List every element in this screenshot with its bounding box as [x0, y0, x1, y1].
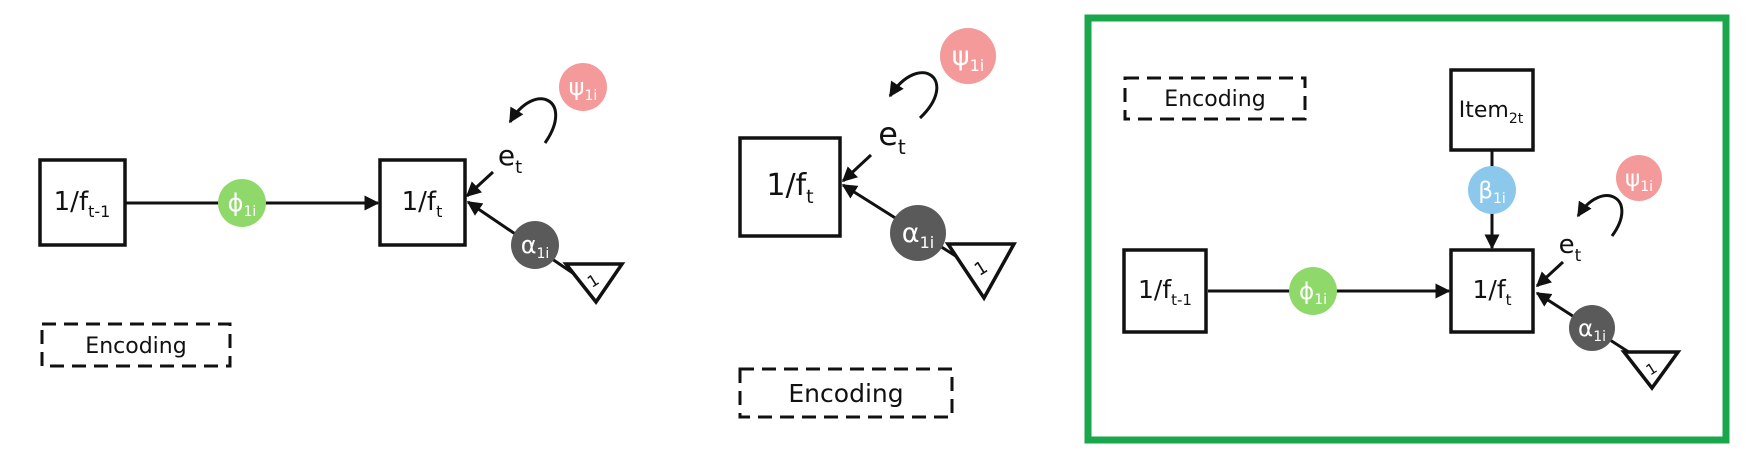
psi-label: ψ1i: [569, 73, 598, 104]
encoding-label: Encoding: [1164, 87, 1265, 112]
error-term-label: et: [1559, 230, 1582, 266]
psi-label: ψ1i: [1625, 166, 1653, 195]
phi-coefficient-circle: [218, 179, 266, 227]
phi-label: ϕ1i: [228, 189, 257, 220]
encoding-label: Encoding: [85, 334, 186, 359]
node-item: [1449, 68, 1535, 152]
node-prev-factor-label: 1/ft-1: [54, 187, 111, 221]
phi-coefficient-circle: [1289, 267, 1337, 315]
alpha-label: α1i: [902, 218, 934, 252]
node-current-factor-label: 1/ft: [1472, 275, 1511, 309]
node-prev-factor-label: 1/ft-1: [1138, 275, 1192, 309]
alpha-intercept-circle: [890, 205, 946, 261]
phi-label: ϕ1i: [1299, 279, 1327, 308]
alpha-intercept-circle: [511, 221, 559, 269]
constant-triangle: [1620, 350, 1682, 391]
error-term-label: et: [878, 115, 906, 159]
node-current-factor: [378, 158, 467, 247]
encoding-box: [738, 367, 954, 419]
node-current-factor: [738, 136, 842, 238]
encoding-label: Encoding: [788, 379, 903, 408]
node-item-label: Item2t: [1459, 98, 1524, 127]
node-prev-factor: [38, 158, 127, 247]
encoding-box: [40, 322, 232, 368]
error-arrow: [465, 170, 495, 198]
error-term-label: et: [498, 139, 522, 178]
error-variance-loop: [888, 71, 939, 120]
psi-variance-circle: [940, 28, 996, 84]
alpha-label: α1i: [521, 231, 550, 262]
node-prev-factor: [1122, 248, 1208, 334]
node-current-factor: [1449, 248, 1535, 334]
beta-label: β1i: [1478, 178, 1505, 207]
psi-label: ψ1i: [952, 41, 984, 75]
encoding-box: [1123, 76, 1307, 121]
constant-triangle: [562, 262, 626, 305]
psi-variance-circle: [559, 63, 607, 111]
error-variance-loop: [1576, 194, 1624, 237]
panel-middle: 1/ft et ψ1i α1i 1 Encoding: [738, 28, 1017, 419]
node-current-factor-label: 1/ft: [766, 168, 813, 208]
error-variance-loop: [508, 97, 558, 144]
alpha-label: α1i: [1578, 316, 1606, 345]
error-arrow: [1535, 260, 1565, 288]
panel-right: Encoding Item2t β1i 1/ft-1 1/ft ϕ1i et ψ…: [1084, 14, 1730, 444]
error-arrow: [841, 153, 873, 183]
highlight-frame: [1084, 14, 1730, 444]
beta-loading-circle: [1468, 166, 1516, 214]
panel-left: 1/ft-1 1/ft ϕ1i et ψ1i α1i 1 Encoding: [38, 63, 626, 368]
constant-triangle: [944, 242, 1017, 302]
psi-variance-circle: [1616, 155, 1662, 201]
alpha-intercept-circle: [1569, 305, 1615, 351]
node-current-factor-label: 1/ft: [402, 187, 443, 221]
